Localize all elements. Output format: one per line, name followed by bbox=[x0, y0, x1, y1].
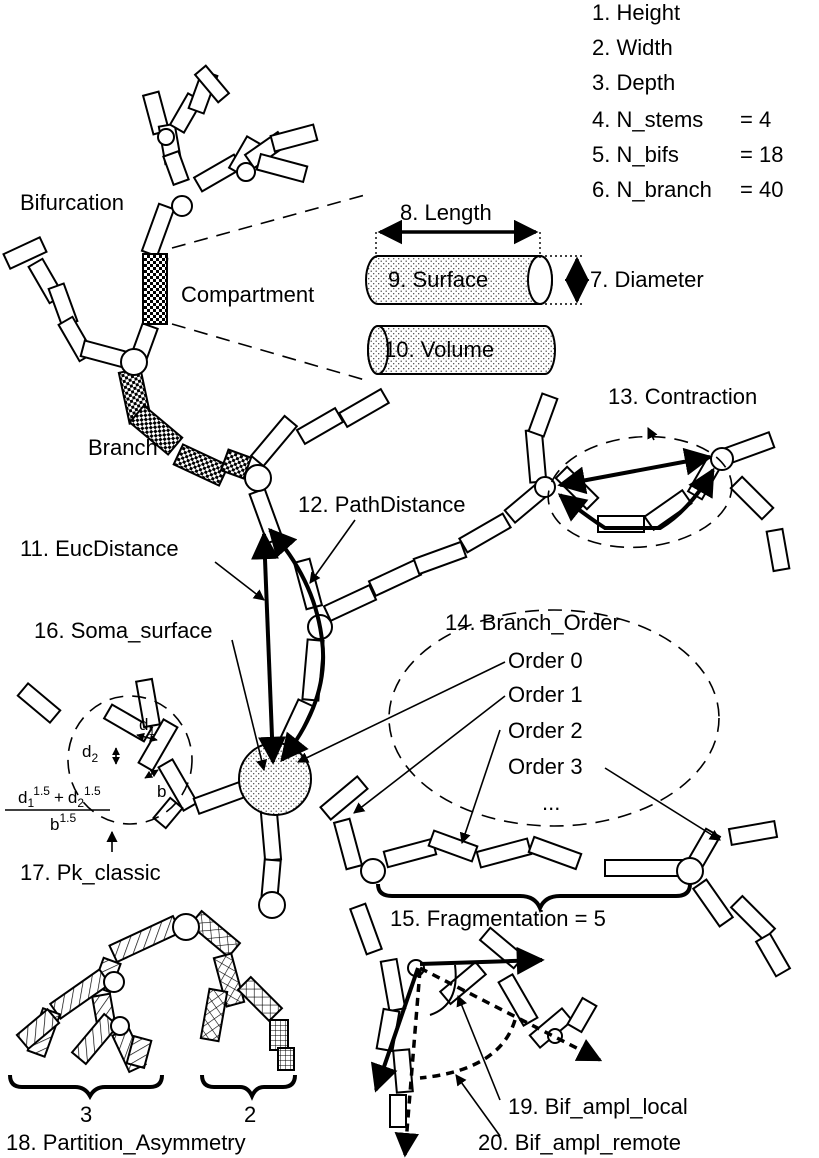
compartment-label: Compartment bbox=[181, 282, 314, 307]
measure-list: 1. Height 2. Width 3. Depth 4. N_stems =… bbox=[592, 0, 783, 202]
order-0-label: Order 0 bbox=[508, 648, 583, 673]
soma bbox=[238, 742, 312, 816]
contraction-ellipse bbox=[547, 435, 733, 549]
path-distance-arrow bbox=[268, 527, 326, 763]
partition-left-count: 3 bbox=[80, 1102, 92, 1127]
soma-surface-label: 16. Soma_surface bbox=[34, 618, 213, 643]
bif-ampl-arrow-down bbox=[370, 967, 420, 1093]
zoom-line-top bbox=[171, 194, 366, 249]
partition-asymmetry-label: 18. Partition_Asymmetry bbox=[6, 1130, 246, 1155]
length-label: 8. Length bbox=[400, 200, 492, 225]
bif-ampl-local-label: 19. Bif_ampl_local bbox=[508, 1094, 688, 1119]
volume-cylinder bbox=[367, 325, 556, 375]
svg-text:d1: d1 bbox=[139, 715, 155, 738]
compartment-segment bbox=[142, 253, 168, 325]
svg-text:4. N_stems: 4. N_stems bbox=[592, 107, 703, 132]
contraction-euclid-arrow bbox=[557, 447, 713, 495]
svg-text:= 18: = 18 bbox=[740, 142, 783, 167]
svg-text:d2: d2 bbox=[82, 742, 98, 765]
partition-brace-right bbox=[200, 1074, 297, 1101]
euc-distance-arrow bbox=[251, 531, 286, 765]
pk-classic-ellipse bbox=[67, 695, 193, 825]
partition-brace-left bbox=[8, 1074, 164, 1101]
partition-subtree bbox=[15, 909, 295, 1074]
svg-text:6. N_branch: 6. N_branch bbox=[592, 177, 712, 202]
svg-text:b1.5: b1.5 bbox=[50, 811, 76, 834]
contraction-label: 13. Contraction bbox=[608, 384, 757, 409]
svg-text:= 4: = 4 bbox=[740, 107, 771, 132]
bif-ampl-remote-arc bbox=[419, 1019, 517, 1080]
bif-ampl-remote-label: 20. Bif_ampl_remote bbox=[478, 1130, 681, 1155]
surface-label: 9. Surface bbox=[388, 267, 488, 292]
pk-classic-label: 17. Pk_classic bbox=[20, 860, 161, 885]
svg-text:3. Depth: 3. Depth bbox=[592, 70, 675, 95]
order-3-label: Order 3 bbox=[508, 754, 583, 779]
bifurcation-label: Bifurcation bbox=[20, 190, 124, 215]
bif-ampl-remote-dash-right bbox=[419, 966, 603, 1062]
branch-order-ellipse bbox=[388, 609, 720, 827]
svg-text:5. N_bifs: 5. N_bifs bbox=[592, 142, 679, 167]
zoom-line-bottom bbox=[171, 323, 366, 381]
bif-ampl-arrow-right bbox=[419, 946, 545, 975]
branch-order-label: 14. Branch_Order bbox=[445, 610, 620, 635]
svg-text:= 40: = 40 bbox=[740, 177, 783, 202]
branch-highlight bbox=[117, 367, 253, 487]
order-1-label: Order 1 bbox=[508, 682, 583, 707]
path-distance-label: 12. PathDistance bbox=[298, 492, 466, 517]
fragmentation-label: 15. Fragmentation = 5 bbox=[390, 906, 606, 931]
volume-label: 10. Volume bbox=[384, 337, 494, 362]
diameter-label: 7. Diameter bbox=[590, 267, 704, 292]
svg-text:2. Width: 2. Width bbox=[592, 35, 673, 60]
pk-formula: d1 d2 b d11.5+d21.5 b1.5 bbox=[18, 715, 166, 834]
svg-text:d11.5+d21.5: d11.5+d21.5 bbox=[18, 784, 101, 810]
bifurcation-nodes bbox=[103, 128, 734, 1044]
svg-text:b: b bbox=[157, 782, 166, 801]
fragmentation-brace bbox=[376, 883, 692, 914]
order-2-label: Order 2 bbox=[508, 718, 583, 743]
bif-ampl-remote-dash-down bbox=[394, 969, 422, 1158]
euc-distance-label: 11. EucDistance bbox=[20, 536, 179, 561]
contraction-path-arrow bbox=[557, 467, 715, 530]
branch-label: Branch bbox=[88, 435, 158, 460]
partition-right-count: 2 bbox=[244, 1102, 256, 1127]
bif-ampl-local-arc bbox=[429, 964, 457, 1016]
dendrite-segments bbox=[2, 64, 792, 1128]
svg-text:1. Height: 1. Height bbox=[592, 0, 680, 25]
order-ellipsis: ... bbox=[542, 790, 560, 815]
